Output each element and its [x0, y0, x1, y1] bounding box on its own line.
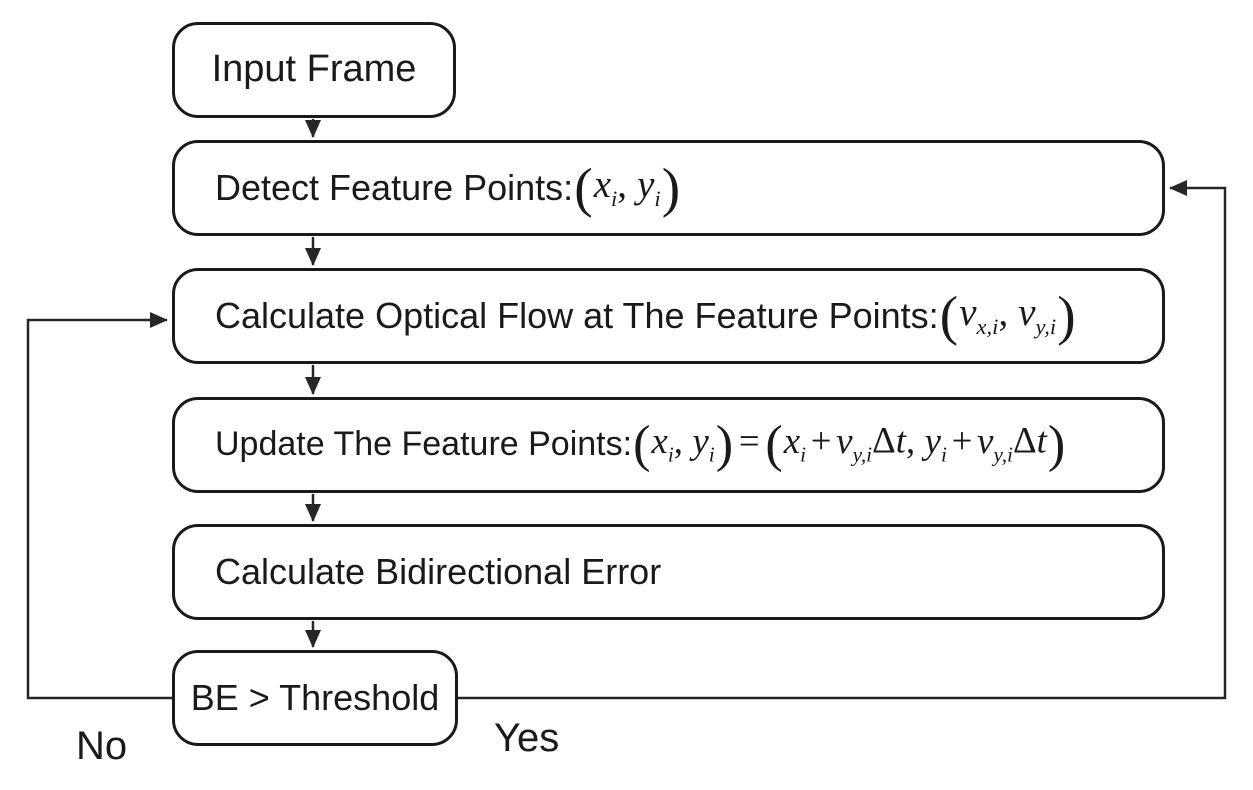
node-label-text: Detect Feature Points:	[215, 167, 574, 209]
math-token: ,	[998, 290, 1009, 334]
node-label-text: Calculate Optical Flow at The Feature Po…	[215, 295, 939, 337]
math-token: t	[1036, 420, 1047, 461]
math-subscript: i	[940, 442, 947, 467]
math-token: +	[810, 420, 832, 461]
math-expression: (xi,yi)=(xi+vy,iΔt,yi+vy,iΔt)	[632, 416, 1066, 473]
math-token: vy,i	[1018, 290, 1057, 339]
math-token: )	[661, 156, 681, 218]
math-subscript: y,i	[993, 442, 1013, 467]
math-token: ,	[905, 420, 916, 461]
node-label-text: BE > Threshold	[190, 677, 440, 719]
math-token: ,	[673, 420, 683, 461]
no-loop-arrow	[26, 312, 172, 700]
math-token: Δ	[872, 420, 896, 461]
math-token: ,	[617, 162, 627, 206]
node-label-text: Input Frame	[211, 48, 417, 91]
math-token: (	[765, 416, 783, 474]
math-token: (	[574, 156, 593, 218]
math-token: )	[1047, 416, 1066, 474]
math-subscript: y,i	[1035, 313, 1057, 339]
math-subscript: i	[667, 442, 674, 467]
math-token: t	[895, 420, 906, 461]
flowchart-node-calculate-optical-flow: Calculate Optical Flow at The Feature Po…	[172, 268, 1165, 364]
math-subscript: i	[654, 185, 661, 211]
math-token: =	[738, 420, 760, 461]
math-token: +	[951, 420, 973, 461]
math-subscript: i	[708, 442, 715, 467]
flowchart-node-input-frame: Input Frame	[172, 22, 456, 118]
flowchart-node-calculate-bidirectional-error: Calculate Bidirectional Error	[172, 524, 1165, 620]
flowchart-node-update-feature-points: Update The Feature Points:(xi,yi)=(xi+vy…	[172, 397, 1165, 493]
yes-loop-arrow	[458, 180, 1227, 700]
math-subscript: x,i	[976, 313, 999, 339]
math-subscript: y,i	[852, 442, 873, 467]
math-token: (	[633, 416, 651, 474]
math-expression: (vx,i,vy,i)	[939, 284, 1077, 347]
math-token: )	[1057, 284, 1076, 346]
math-subscript: i	[800, 442, 807, 467]
math-expression: (xi,yi)	[573, 156, 681, 219]
math-token: xi	[593, 162, 618, 211]
math-token: vy,i	[977, 420, 1013, 467]
math-token: yi	[637, 162, 661, 211]
math-token: (	[939, 284, 959, 346]
flowchart-node-detect-feature-points: Detect Feature Points:(xi,yi)	[172, 140, 1165, 236]
math-token: vy,i	[836, 420, 873, 467]
math-token: yi	[924, 420, 947, 467]
math-token: Δ	[1012, 420, 1037, 461]
math-token: yi	[692, 420, 715, 467]
math-token: )	[715, 416, 734, 474]
edge-label-yes: Yes	[494, 716, 560, 760]
math-subscript: i	[611, 185, 618, 211]
math-token: xi	[783, 420, 807, 467]
math-token: vx,i	[959, 290, 999, 339]
node-label-text: Calculate Bidirectional Error	[215, 551, 662, 593]
edge-label-no: No	[76, 724, 128, 768]
node-label-text: Update The Feature Points:	[215, 425, 633, 464]
math-token: xi	[651, 420, 674, 467]
flowchart-node-be-threshold: BE > Threshold	[172, 650, 458, 746]
